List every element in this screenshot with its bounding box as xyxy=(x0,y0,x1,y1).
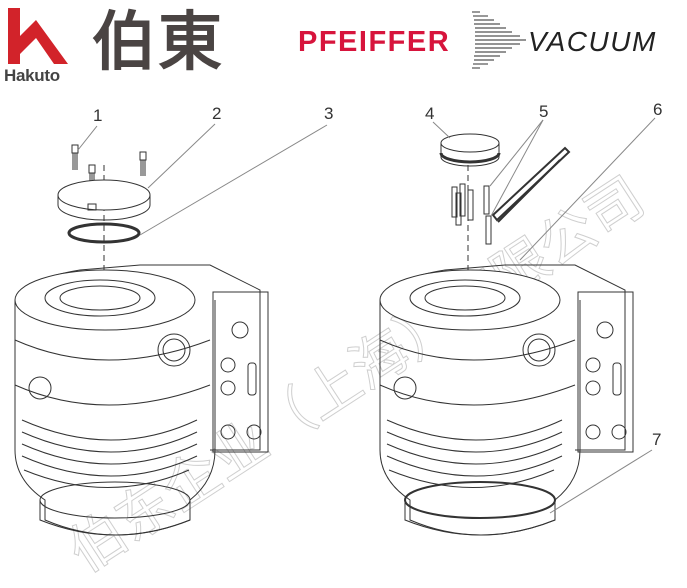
hakuto-logo-mark xyxy=(6,6,70,68)
callout-5: 5 xyxy=(539,102,549,121)
callout-2: 2 xyxy=(212,104,222,123)
callout-7: 7 xyxy=(652,430,662,449)
callout-3: 3 xyxy=(324,104,334,123)
hakuto-cjk-logo: 伯東 xyxy=(92,6,224,80)
pfeiffer-fan-icon xyxy=(470,8,530,72)
callout-4: 4 xyxy=(425,104,435,123)
pfeiffer-logo-text: PFEIFFER xyxy=(298,26,451,58)
callout-1: 1 xyxy=(93,106,103,125)
hakuto-logo-text: Hakuto xyxy=(4,66,60,85)
callout-6: 6 xyxy=(653,100,663,119)
vacuum-logo-text: VACUUM xyxy=(528,26,657,57)
exploded-view-drawing xyxy=(14,117,656,536)
screw-icon xyxy=(71,144,147,190)
